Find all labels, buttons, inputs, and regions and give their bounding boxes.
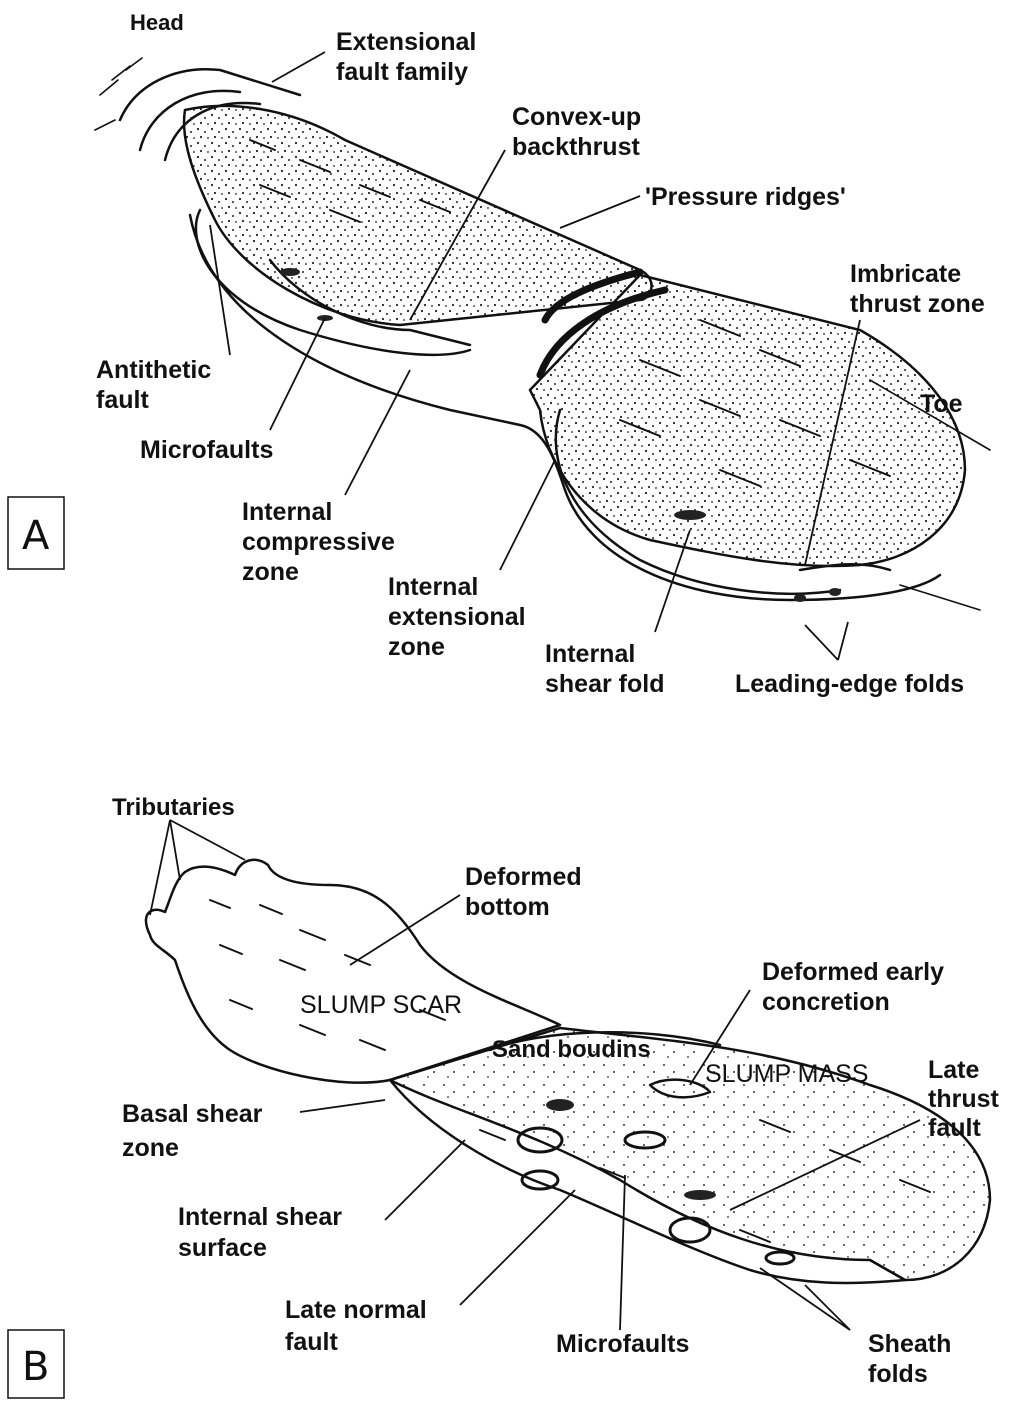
label-late-thrust-3: fault	[928, 1114, 981, 1142]
label-toe: Toe	[920, 390, 963, 418]
label-deformed-early-1: Deformed early	[762, 958, 944, 986]
panel-a-letter: A	[22, 513, 50, 559]
label-sheath-2: folds	[868, 1360, 928, 1388]
label-imbricate-1: Imbricate	[850, 260, 961, 288]
label-internal-shear-1: Internal shear	[178, 1203, 342, 1231]
label-antithetic-2: fault	[96, 386, 149, 414]
label-late-thrust-1: Late	[928, 1056, 980, 1084]
label-extensional-zone-2: extensional	[388, 603, 526, 631]
label-compressive-2: compressive	[242, 528, 395, 556]
label-microfaults-b: Microfaults	[556, 1330, 689, 1358]
panel-b-letter: B	[22, 1344, 49, 1390]
leading-fold-mark-2	[829, 588, 841, 596]
label-deformed-bottom-1: Deformed	[465, 863, 582, 891]
label-compressive-3: zone	[242, 558, 299, 586]
label-microfaults-a: Microfaults	[140, 436, 273, 464]
label-basal-1: Basal shear	[122, 1100, 263, 1128]
label-extensional-zone-3: zone	[388, 633, 445, 661]
label-extensional-2: fault family	[336, 58, 468, 86]
label-head: Head	[130, 10, 184, 35]
label-tributaries: Tributaries	[112, 794, 235, 821]
label-shear-fold-2: shear fold	[545, 670, 664, 698]
label-late-normal-1: Late normal	[285, 1296, 427, 1324]
label-extensional-zone-1: Internal	[388, 573, 478, 601]
label-internal-shear-2: surface	[178, 1234, 267, 1262]
label-antithetic-1: Antithetic	[96, 356, 211, 384]
label-late-normal-2: fault	[285, 1328, 338, 1356]
label-late-thrust-2: thrust	[928, 1085, 1000, 1113]
label-convex-1: Convex-up	[512, 103, 641, 131]
label-deformed-early-2: concretion	[762, 988, 890, 1016]
label-convex-2: backthrust	[512, 133, 640, 161]
label-basal-2: zone	[122, 1134, 179, 1162]
label-extensional-1: Extensional	[336, 28, 476, 56]
internal-shear-fold-mark	[674, 510, 706, 520]
label-sand-boudins: Sand boudins	[492, 1036, 651, 1063]
label-compressive-1: Internal	[242, 498, 332, 526]
label-deformed-bottom-2: bottom	[465, 893, 550, 921]
label-slump-scar: SLUMP SCAR	[300, 991, 462, 1019]
ground-line-toe	[900, 585, 980, 610]
panel-b: B	[8, 794, 1000, 1398]
panel-a: A	[8, 10, 990, 698]
microfault-mark-1	[280, 268, 300, 276]
label-slump-mass: SLUMP MASS	[705, 1060, 868, 1088]
label-imbricate-2: thrust zone	[850, 290, 985, 318]
head-hachures	[95, 58, 142, 130]
label-pressure: 'Pressure ridges'	[645, 183, 846, 211]
label-shear-fold-1: Internal	[545, 640, 635, 668]
label-leading-edge: Leading-edge folds	[735, 670, 964, 698]
leading-fold-mark-1	[794, 594, 806, 602]
label-sheath-1: Sheath	[868, 1330, 951, 1358]
